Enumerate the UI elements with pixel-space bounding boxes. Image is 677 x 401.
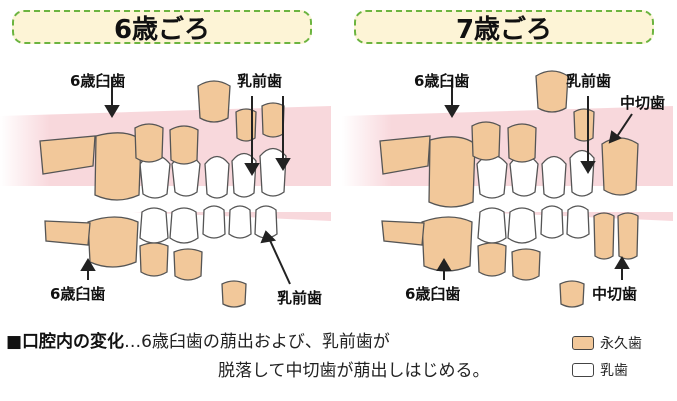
label-incisor-top: 中切歯 bbox=[620, 94, 666, 112]
legend-permanent: 永久歯 bbox=[572, 333, 642, 353]
caption-line-1: 6歳臼歯の萠出および、乳前歯が bbox=[141, 332, 390, 352]
label-molar-top: 6歳臼歯 bbox=[70, 72, 126, 90]
label-primary-bottom: 乳前歯 bbox=[277, 289, 323, 307]
legend-swatch-permanent bbox=[572, 336, 594, 350]
legend-label-permanent: 永久歯 bbox=[600, 336, 642, 352]
label-primary-top: 乳前歯 bbox=[566, 72, 612, 90]
caption-dots: … bbox=[124, 332, 142, 352]
legend-primary: 乳歯 bbox=[572, 360, 628, 380]
panel-age-6: 6歳ごろ bbox=[0, 10, 331, 310]
legend-swatch-primary bbox=[572, 363, 594, 377]
label-molar-top: 6歳臼歯 bbox=[414, 72, 470, 90]
label-molar-bottom: 6歳臼歯 bbox=[405, 285, 461, 303]
caption: ■口腔内の変化…6歳臼歯の萠出および、乳前歯が bbox=[6, 330, 390, 355]
teeth-illustration-age-7 bbox=[342, 70, 673, 308]
label-primary-top: 乳前歯 bbox=[237, 72, 283, 90]
legend-label-primary: 乳歯 bbox=[600, 363, 628, 379]
caption-line-2: 脱落して中切歯が萠出しはじめる。 bbox=[218, 361, 490, 381]
label-incisor-bottom: 中切歯 bbox=[592, 285, 638, 303]
caption-heading: ■口腔内の変化 bbox=[6, 332, 125, 352]
panel-title: 7歳ごろ bbox=[354, 10, 654, 45]
panel-title: 6歳ごろ bbox=[12, 10, 312, 45]
teeth-illustration-age-6 bbox=[0, 78, 331, 308]
panel-age-7: 7歳ごろ bbox=[342, 10, 673, 310]
label-molar-bottom: 6歳臼歯 bbox=[50, 285, 106, 303]
